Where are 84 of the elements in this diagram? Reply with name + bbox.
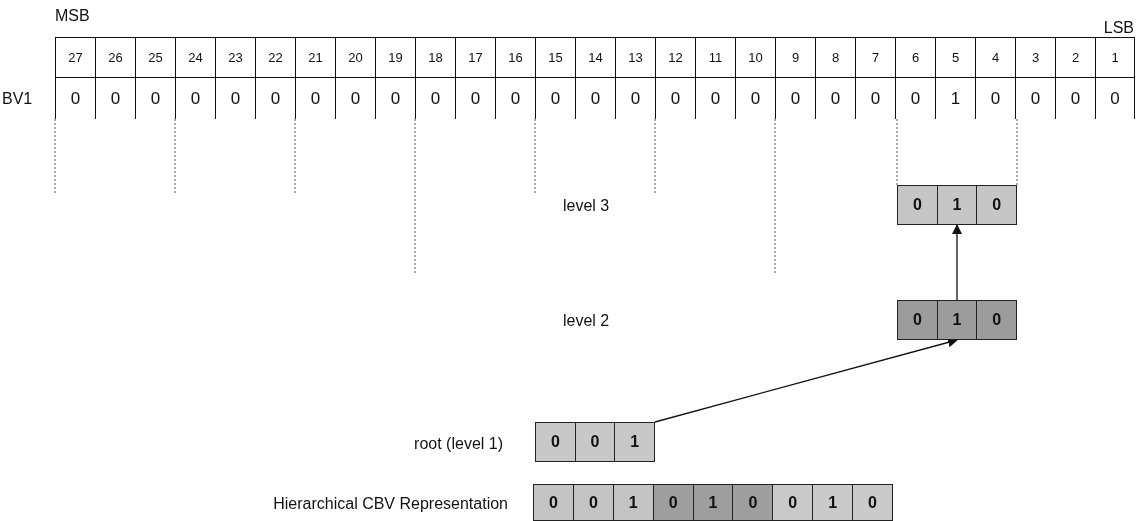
bit-value: 0	[335, 78, 375, 119]
bit-cell: 0	[534, 485, 573, 520]
bit-position: 17	[455, 37, 495, 78]
level-label: level 3	[563, 198, 610, 214]
bit-position: 3	[1015, 37, 1055, 78]
bit-position: 11	[695, 37, 735, 78]
bit-value: 0	[255, 78, 295, 119]
bit-group	[897, 300, 1017, 340]
bit-group	[533, 484, 893, 521]
bit-cell: 0	[852, 485, 892, 520]
bit-position: 22	[255, 37, 295, 78]
bit-cell: 0	[898, 301, 937, 339]
bit-cell: 0	[572, 485, 613, 520]
bit-position: 20	[335, 37, 375, 78]
bit-position: 16	[495, 37, 535, 78]
bit-position: 27	[55, 37, 95, 78]
bit-value: 0	[1055, 78, 1095, 119]
bit-position: 5	[935, 37, 975, 78]
bit-value: 0	[735, 78, 775, 119]
arrow	[952, 224, 962, 301]
bit-position: 18	[415, 37, 455, 78]
row-label: BV1	[2, 91, 33, 107]
bit-value: 0	[1015, 78, 1055, 119]
bit-position: 1	[1095, 37, 1135, 78]
bit-cell: 1	[936, 186, 977, 224]
bit-cell: 1	[614, 423, 654, 461]
bit-value: 0	[95, 78, 135, 119]
bit-position: 6	[895, 37, 935, 78]
bit-value: 0	[415, 78, 455, 119]
bit-value: 0	[135, 78, 175, 119]
bit-cell: 0	[536, 423, 575, 461]
bit-value: 0	[295, 78, 335, 119]
bit-cell: 0	[652, 485, 693, 520]
bit-cell: 1	[612, 485, 653, 520]
bit-position: 25	[135, 37, 175, 78]
bit-value: 0	[1095, 78, 1135, 119]
bit-value: 0	[55, 78, 95, 119]
bit-value: 0	[895, 78, 935, 119]
bit-value: 0	[975, 78, 1015, 119]
bit-cell: 0	[898, 186, 937, 224]
bit-position: 15	[535, 37, 575, 78]
bit-cell: 0	[976, 301, 1016, 339]
bit-value: 0	[535, 78, 575, 119]
bit-value: 0	[695, 78, 735, 119]
bit-group	[897, 185, 1017, 225]
bit-position: 13	[615, 37, 655, 78]
bit-value: 0	[575, 78, 615, 119]
bit-position: 9	[775, 37, 815, 78]
msb-label: MSB	[55, 8, 90, 24]
bit-value: 0	[455, 78, 495, 119]
bit-position: 14	[575, 37, 615, 78]
bit-position: 21	[295, 37, 335, 78]
bit-cell: 0	[976, 186, 1016, 224]
bit-position: 7	[855, 37, 895, 78]
bit-value: 0	[615, 78, 655, 119]
bit-position: 8	[815, 37, 855, 78]
bit-position: 12	[655, 37, 695, 78]
bit-cell: 1	[936, 301, 977, 339]
bit-value: 0	[215, 78, 255, 119]
bit-value: 0	[655, 78, 695, 119]
bit-value: 1	[935, 78, 975, 119]
bit-cell: 1	[692, 485, 733, 520]
bit-value: 0	[855, 78, 895, 119]
lsb-label: LSB	[1103, 20, 1134, 36]
bit-cell: 0	[772, 485, 813, 520]
bit-cell: 0	[732, 485, 773, 520]
bit-position: 4	[975, 37, 1015, 78]
bit-cell: 1	[812, 485, 853, 520]
bit-position: 23	[215, 37, 255, 78]
bit-value: 0	[175, 78, 215, 119]
bit-value: 0	[815, 78, 855, 119]
bit-value: 0	[775, 78, 815, 119]
bit-position: 26	[95, 37, 135, 78]
bit-position: 10	[735, 37, 775, 78]
level-label: Hierarchical CBV Representation	[273, 496, 508, 512]
bit-value: 0	[495, 78, 535, 119]
bit-position: 2	[1055, 37, 1095, 78]
bit-value: 0	[375, 78, 415, 119]
bit-group	[535, 422, 655, 462]
bit-position: 19	[375, 37, 415, 78]
level-label: root (level 1)	[414, 436, 503, 452]
bit-position: 24	[175, 37, 215, 78]
level-label: level 2	[563, 313, 610, 329]
bit-cell: 0	[574, 423, 615, 461]
